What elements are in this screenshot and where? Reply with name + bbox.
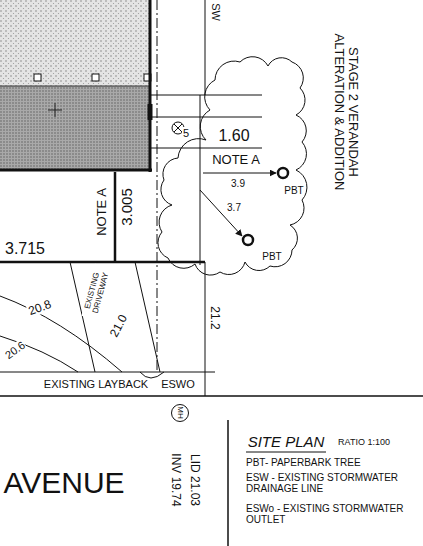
leader-line — [203, 173, 276, 174]
house-roof — [0, 0, 150, 86]
layback-line — [0, 372, 215, 373]
plan-title: SITE PLAN — [247, 434, 326, 451]
dimension-label: NOTE A — [211, 153, 261, 167]
pit-symbol — [174, 124, 182, 132]
dimension-line — [150, 95, 262, 96]
dimension-label: 3.005 — [119, 187, 136, 227]
paperbark-tree — [278, 168, 288, 178]
kerb-line — [0, 395, 423, 397]
dimension-label: 5 — [182, 127, 190, 139]
dimension-line — [150, 148, 262, 149]
paperbark-tree — [243, 235, 253, 245]
house — [0, 0, 152, 172]
building-line — [0, 169, 152, 172]
leader-line — [200, 190, 242, 236]
dimension-label: AVENUE — [2, 466, 125, 499]
crosshair — [48, 103, 62, 117]
legend-text: ESWo - EXISTING STORMWATER OUTLET — [245, 503, 419, 525]
dimension-label: RATIO 1:100 — [337, 438, 391, 448]
manhole-label: MH — [175, 407, 184, 419]
revision-cloud — [158, 57, 307, 275]
dimension-label: 3.7 — [226, 202, 242, 213]
dimension-label: PBT — [283, 185, 304, 196]
door-mark — [148, 104, 153, 120]
legend-text: ESW - EXISTING STORMWATER DRAINAGE LINE — [245, 472, 419, 494]
wall-marker — [92, 74, 99, 81]
boundary-line — [205, 0, 206, 95]
title-rule — [227, 420, 229, 546]
title-underline — [246, 452, 326, 453]
wall — [0, 86, 150, 87]
dimension-line — [114, 172, 117, 262]
contour-line — [0, 296, 122, 372]
dimension-label: LID 21.03 — [187, 453, 200, 507]
dimension-label: SW — [210, 2, 222, 22]
manhole-circle: MH — [171, 404, 189, 422]
dimension-label: 20.6 — [2, 338, 28, 361]
house-room — [0, 86, 150, 170]
boundary-line — [205, 262, 206, 396]
stormwater-line — [157, 0, 158, 372]
dimension-label: ESWO — [160, 378, 196, 390]
dimension-label: 20.8 — [26, 297, 54, 318]
dimension-label: PBT — [261, 251, 282, 262]
dimension-label: EXISTING DRIVEWAY — [82, 264, 113, 321]
dimension-label: EXISTING LAYBACK — [43, 378, 149, 390]
dimension-label: NOTE A — [95, 187, 109, 237]
building-line — [149, 0, 152, 172]
contour-line — [0, 336, 78, 372]
dimension-label: INV 19.74 — [168, 452, 181, 507]
verandah-line — [200, 95, 201, 265]
dimension-line — [150, 117, 262, 118]
dimension-label: 21.2 — [207, 305, 220, 330]
dimension-label: 1.60 — [217, 127, 250, 145]
dimension-label: 3.9 — [230, 178, 246, 189]
boundary-line — [0, 261, 205, 264]
dimension-label: 3.715 — [4, 240, 46, 258]
driveway-edge — [135, 262, 160, 372]
wall-marker — [34, 74, 41, 81]
legend-text: PBT- PAPERBARK TREE — [245, 457, 362, 468]
dimension-label: 21.0 — [107, 312, 131, 341]
dimension-label: STAGE 2 VERANDAH ALTERATION & ADDITION — [332, 26, 361, 198]
